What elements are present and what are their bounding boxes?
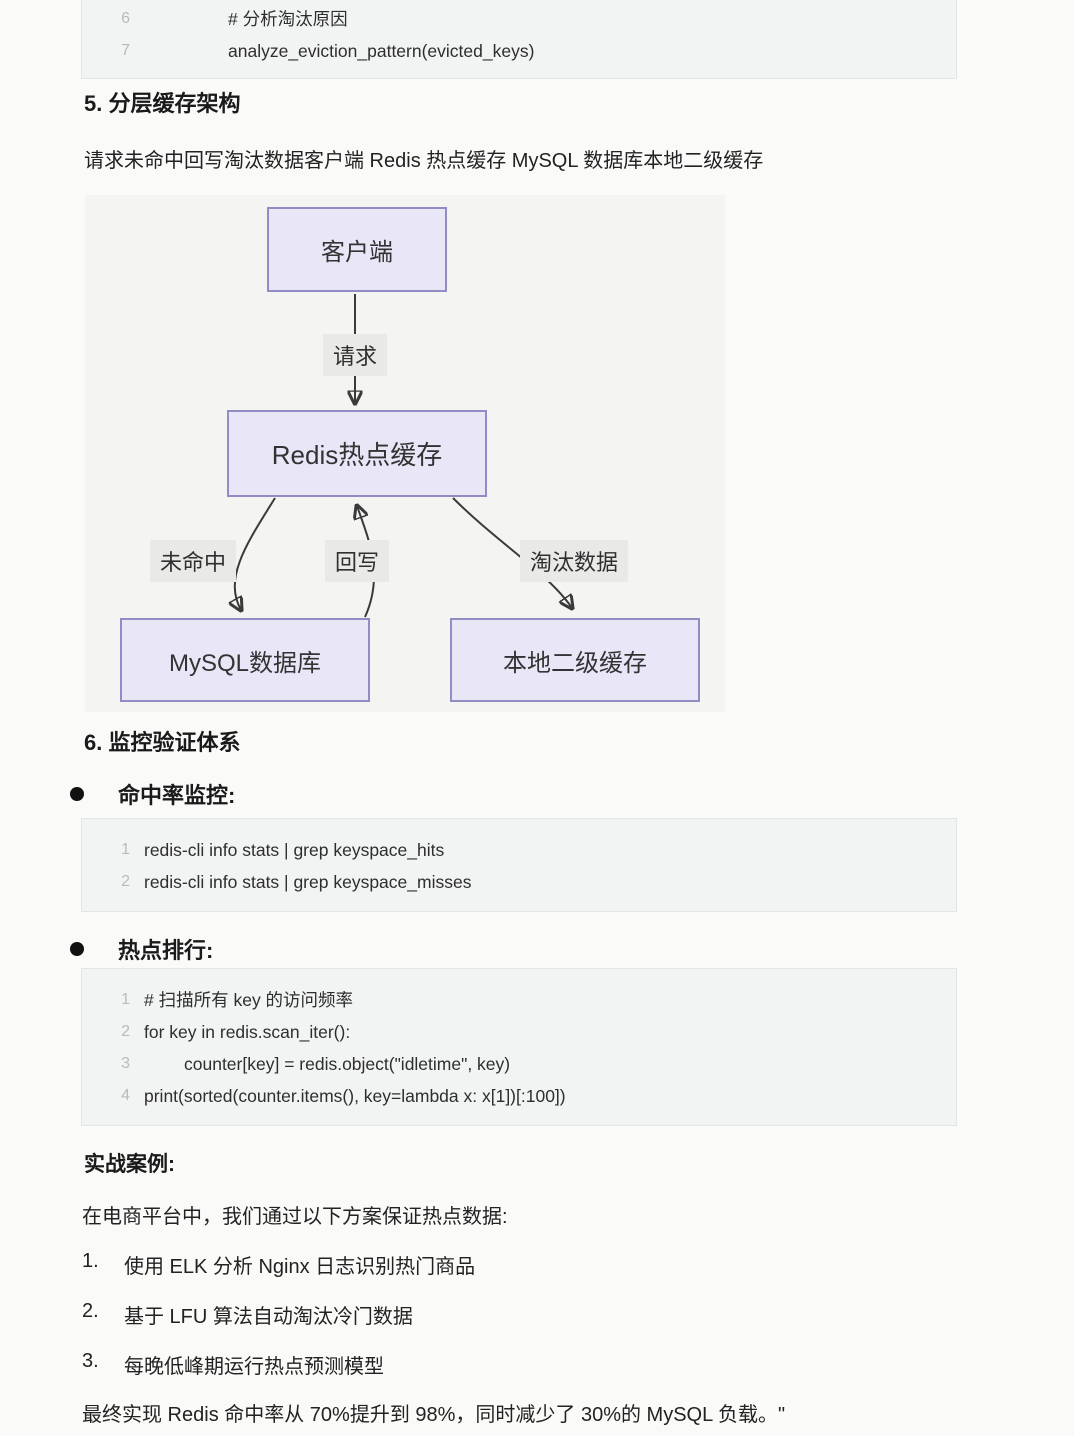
- list-item-number: 1.: [82, 1250, 99, 1272]
- node-local-l2-cache: 本地二级缓存: [450, 618, 700, 702]
- section5-paragraph: 请求未命中回写淘汰数据客户端 Redis 热点缓存 MySQL 数据库本地二级缓…: [84, 150, 764, 172]
- edge-miss-arrow: [235, 497, 276, 610]
- section6-heading: 6. 监控验证体系: [84, 730, 241, 755]
- line-number: 6: [121, 10, 130, 27]
- list-item-number: 2.: [82, 1300, 99, 1322]
- case-study-intro: 在电商平台中，我们通过以下方案保证热点数据:: [82, 1206, 508, 1228]
- code-line: 6 # 分析淘汰原因: [82, 3, 956, 35]
- line-number: 2: [121, 1023, 130, 1040]
- cache-architecture-diagram: 客户端 Redis热点缓存 MySQL数据库 本地二级缓存 请求 未命中 回写 …: [85, 195, 725, 712]
- code-text: redis-cli info stats | grep keyspace_mis…: [144, 872, 472, 892]
- line-number: 1: [121, 991, 130, 1008]
- list-item-number: 3.: [82, 1350, 99, 1372]
- line-number: 2: [121, 873, 130, 890]
- bullet-icon: [70, 787, 84, 801]
- code-block-hot-rank: 1 # 扫描所有 key 的访问频率 2 for key in redis.scan…: [81, 968, 957, 1126]
- code-text: # 分析淘汰原因: [228, 9, 348, 29]
- code-line: 2 redis-cli info stats | grep keyspace_mi…: [82, 866, 956, 898]
- list-item: 使用 ELK 分析 Nginx 日志识别热门商品: [124, 1256, 476, 1278]
- line-number: 4: [121, 1087, 130, 1104]
- code-line: 2 for key in redis.scan_iter():: [82, 1016, 956, 1048]
- line-number: 7: [121, 42, 130, 59]
- edge-label-writeback: 回写: [325, 540, 390, 582]
- edge-label-miss: 未命中: [150, 540, 237, 582]
- section5-heading: 5. 分层缓存架构: [84, 91, 241, 116]
- code-text: redis-cli info stats | grep keyspace_hit…: [144, 840, 445, 860]
- node-client: 客户端: [267, 207, 447, 292]
- code-text: analyze_eviction_pattern(evicted_keys): [228, 41, 535, 61]
- list-item: 每晚低峰期运行热点预测模型: [124, 1356, 384, 1378]
- code-text: # 扫描所有 key 的访问频率: [144, 990, 354, 1010]
- code-line: 1 # 扫描所有 key 的访问频率: [82, 984, 956, 1016]
- code-block-eviction: 6 # 分析淘汰原因 7 analyze_eviction_pattern(evic…: [81, 0, 957, 79]
- case-study-title: 实战案例:: [84, 1153, 175, 1176]
- line-number: 3: [121, 1055, 130, 1072]
- code-text: for key in redis.scan_iter():: [144, 1022, 351, 1042]
- code-text: counter[key] = redis.object("idletime", …: [184, 1054, 511, 1074]
- code-line: 7 analyze_eviction_pattern(evicted_keys): [82, 35, 956, 67]
- code-line: 3 counter[key] = redis.object("idletime",…: [82, 1048, 956, 1080]
- list-item: 基于 LFU 算法自动淘汰冷门数据: [124, 1306, 413, 1328]
- edge-label-request: 请求: [323, 334, 388, 376]
- code-text: print(sorted(counter.items(), key=lambda…: [144, 1086, 566, 1106]
- node-redis-hot-cache: Redis热点缓存: [227, 410, 487, 497]
- line-number: 1: [121, 841, 130, 858]
- case-study-conclusion: 最终实现 Redis 命中率从 70%提升到 98%，同时减少了 30%的 My…: [82, 1404, 786, 1426]
- bullet-hot-rank-label: 热点排行:: [118, 938, 214, 963]
- code-line: 1 redis-cli info stats | grep keyspace_hi…: [82, 834, 956, 866]
- bullet-icon: [70, 942, 84, 956]
- node-mysql-database: MySQL数据库: [120, 618, 370, 702]
- edge-label-evict-data: 淘汰数据: [520, 540, 629, 582]
- bullet-hit-rate-label: 命中率监控:: [118, 783, 236, 808]
- code-line: 4 print(sorted(counter.items(), key=lambd…: [82, 1080, 956, 1112]
- code-block-hit-rate: 1 redis-cli info stats | grep keyspace_hi…: [81, 818, 957, 912]
